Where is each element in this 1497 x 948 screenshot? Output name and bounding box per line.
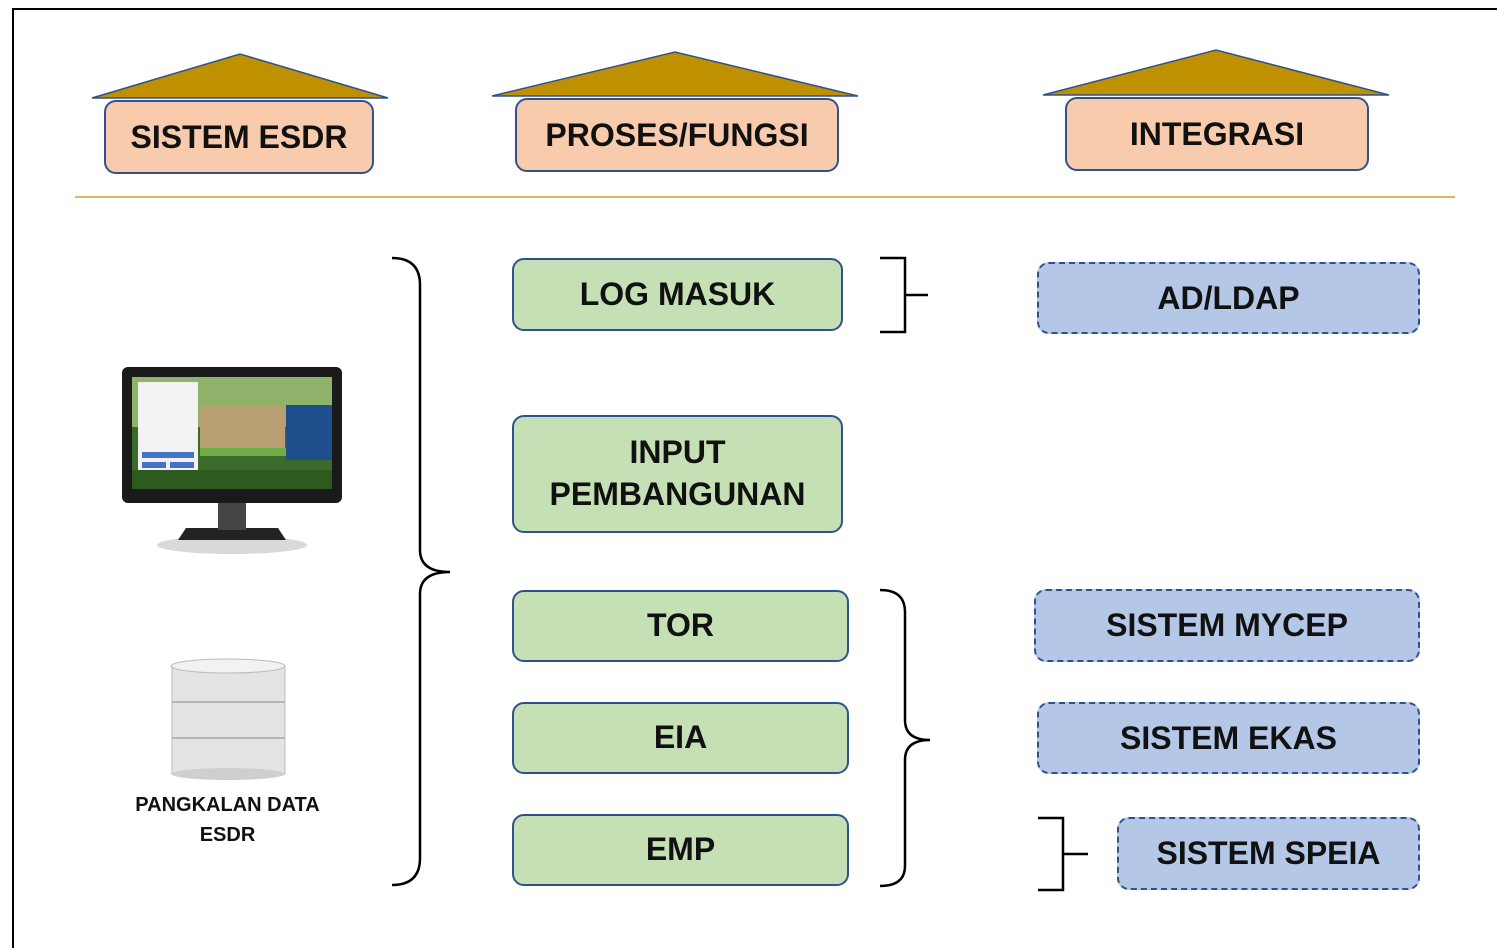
integration-mycep: SISTEM MYCEP <box>1034 589 1420 662</box>
header-proses-fungsi: PROSES/FUNGSI <box>515 98 839 172</box>
header-sistem-esdr: SISTEM ESDR <box>104 100 374 174</box>
roof-integrasi <box>1042 49 1390 96</box>
process-eia: EIA <box>512 702 849 774</box>
process-input-pembangunan: INPUT PEMBANGUNAN <box>512 415 843 533</box>
roof-proses <box>491 51 859 97</box>
integration-ad-ldap: AD/LDAP <box>1037 262 1420 334</box>
speia-bracket <box>1038 816 1088 892</box>
log-bracket <box>880 256 928 334</box>
integration-ekas: SISTEM EKAS <box>1037 702 1420 774</box>
process-log-masuk: LOG MASUK <box>512 258 843 331</box>
header-integrasi: INTEGRASI <box>1065 97 1369 171</box>
process-emp: EMP <box>512 814 849 886</box>
tor-emp-brace <box>879 588 931 888</box>
database-label-line-2: ESDR <box>199 824 256 846</box>
monitor-icon <box>122 367 342 554</box>
input-line-2: PEMBANGUNAN <box>549 476 806 512</box>
diagram-frame <box>12 8 1497 948</box>
integration-speia: SISTEM SPEIA <box>1117 817 1420 890</box>
process-tor: TOR <box>512 590 849 662</box>
database-label-line-1: PANGKALAN DATA <box>135 794 320 816</box>
database-label: PANGKALAN DATA ESDR <box>120 790 335 850</box>
main-brace <box>391 256 451 887</box>
roof-sistem <box>91 53 389 99</box>
database-icon <box>170 658 286 780</box>
input-line-1: INPUT <box>629 434 726 471</box>
